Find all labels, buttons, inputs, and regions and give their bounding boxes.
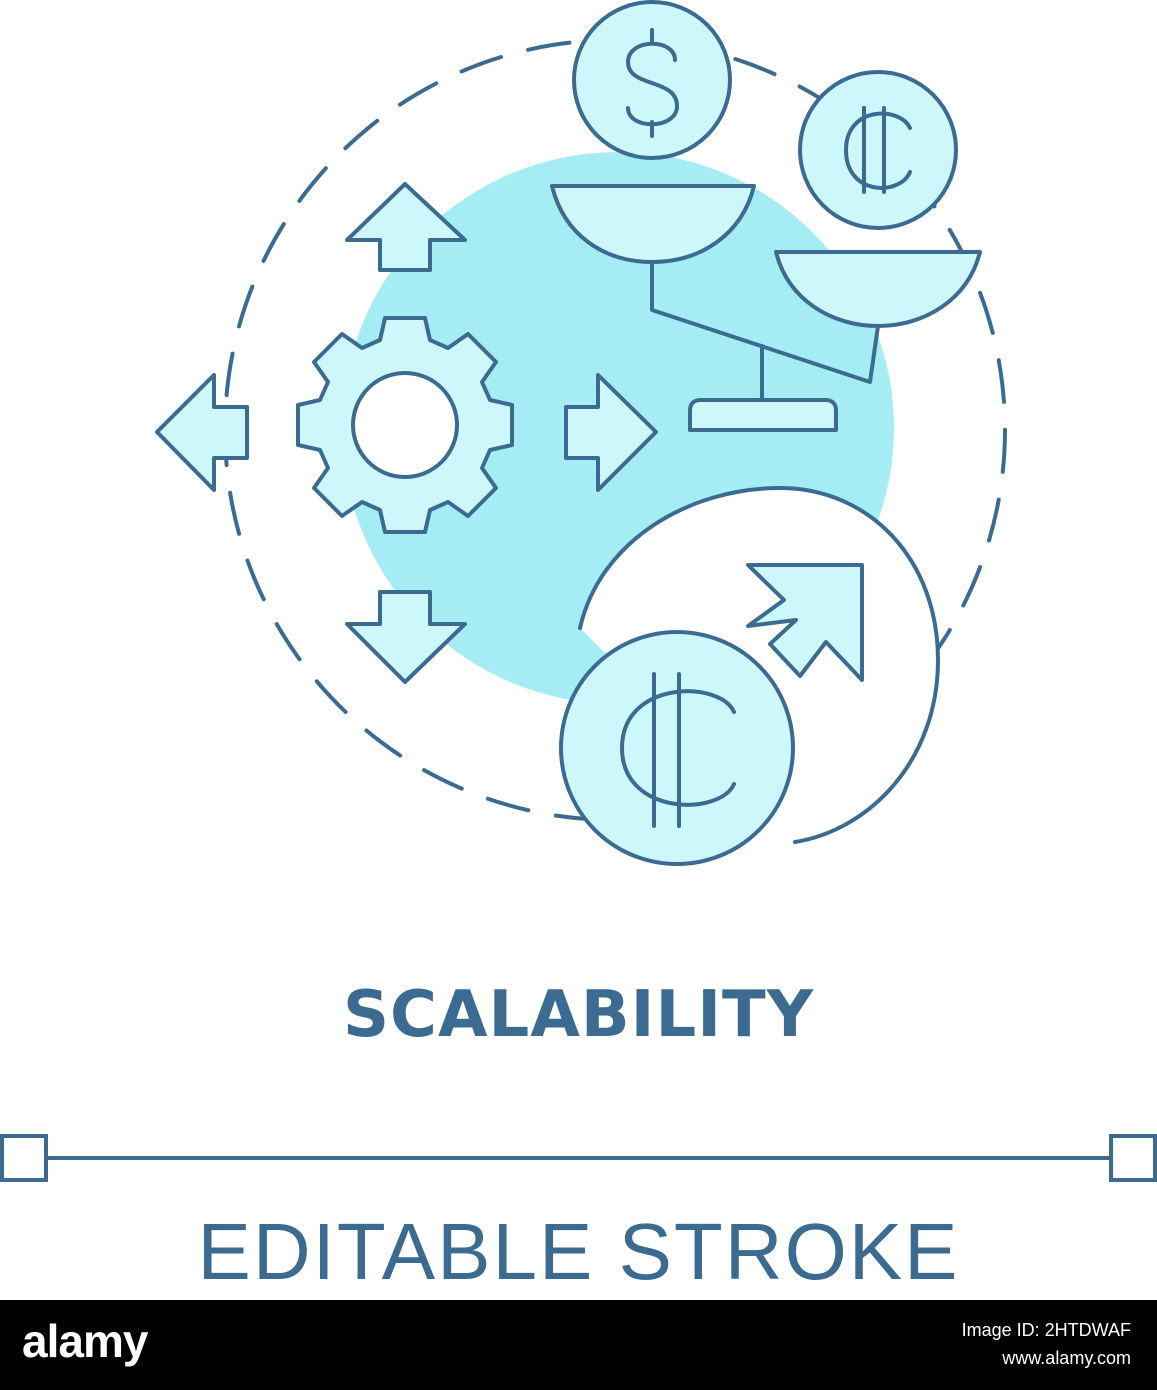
colon-coin-large-icon (559, 630, 795, 866)
alamy-logo: alamy (22, 1315, 148, 1367)
colon-coin-icon (798, 70, 958, 230)
balance-scale-icon (550, 184, 982, 432)
editable-stroke-label: EDITABLE STROKE (197, 1207, 960, 1296)
arrow-up-icon (345, 182, 467, 272)
scalability-illustration (155, 0, 1007, 866)
arrow-down-icon (345, 590, 467, 684)
gear-icon (296, 316, 514, 534)
concept-title: SCALABILITY (342, 978, 815, 1052)
image-code: Image ID: 2HTDWAF (961, 1320, 1131, 1340)
growth-arrow-icon (746, 563, 864, 682)
stroke-handle-right (1109, 1134, 1157, 1182)
arrow-left-icon (155, 373, 249, 492)
editable-stroke-line (0, 1134, 1157, 1182)
watermark-footer: alamy Image ID: 2HTDWAF www.alamy.com (0, 1300, 1157, 1390)
arrow-right-icon (564, 373, 658, 492)
dollar-coin-icon (572, 0, 732, 160)
website: www.alamy.com (1002, 1348, 1131, 1368)
stroke-handle-left (0, 1134, 48, 1182)
